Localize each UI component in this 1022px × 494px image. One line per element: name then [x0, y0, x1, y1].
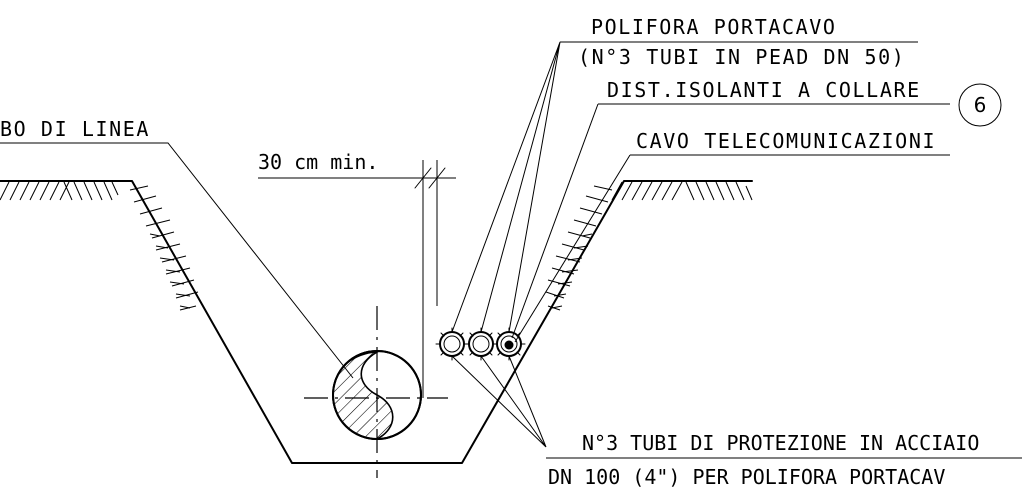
- ground-hatching-right: [545, 181, 753, 311]
- label-dist-isolanti: DIST.ISOLANTI A COLLARE: [607, 78, 921, 102]
- label-cavo-telecom: CAVO TELECOMUNICAZIONI: [636, 129, 936, 153]
- dimension-30cm: [258, 160, 456, 398]
- callout-6: 6: [958, 83, 1002, 127]
- labels: POLIFORA PORTACAVO (N°3 TUBI IN PEAD DN …: [0, 15, 979, 489]
- duct-2: [464, 327, 498, 361]
- label-polifora-portacavo: POLIFORA PORTACAVO: [591, 15, 837, 39]
- pipe-centerlines: [304, 306, 448, 478]
- cable-ducts: [435, 327, 526, 361]
- label-underlines: [546, 41, 1022, 459]
- duct-1: [435, 327, 469, 361]
- leader-lines: [0, 41, 631, 448]
- label-dimension: 30 cm min.: [258, 150, 378, 174]
- label-tubo-linea: BO DI LINEA: [0, 117, 150, 141]
- label-tubi-protezione: N°3 TUBI DI PROTEZIONE IN ACCIAIO: [582, 431, 979, 455]
- label-tubi-pead: (N°3 TUBI IN PEAD DN 50): [578, 45, 905, 69]
- callout-number: 6: [974, 93, 987, 117]
- label-dn-100: DN 100 (4") PER POLIFORA PORTACAV: [548, 465, 945, 489]
